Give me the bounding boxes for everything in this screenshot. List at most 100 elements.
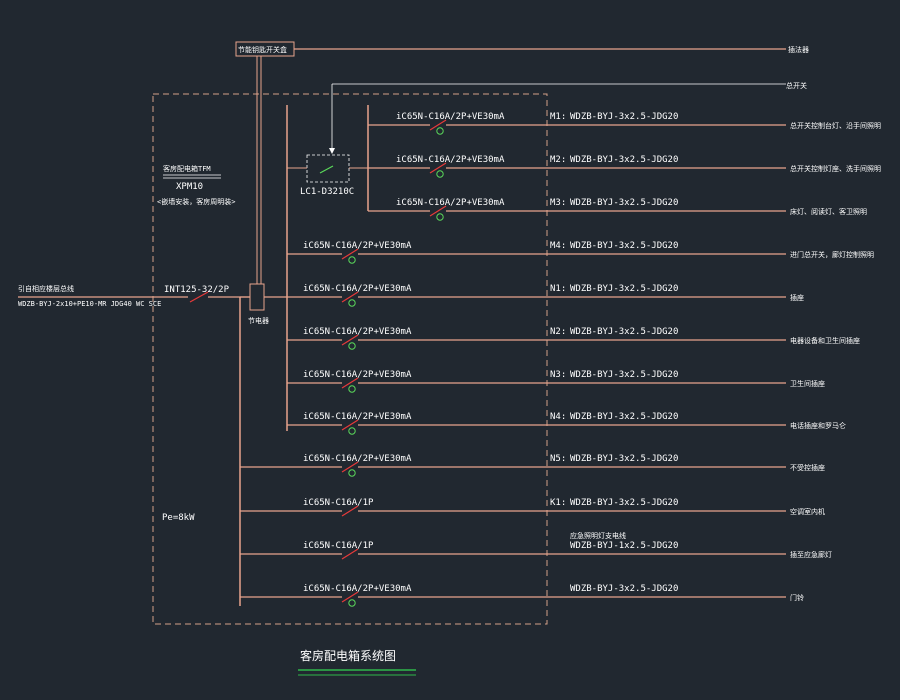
cable-label: WDZB-BYJ-3x2.5-JDG20 (570, 584, 678, 594)
breaker-label: iC65N-C16A/2P+VE30mA (396, 112, 505, 122)
breaker-label: iC65N-C16A/1P (303, 498, 374, 508)
cable-label: WDZB-BYJ-3x2.5-JDG20 (570, 454, 678, 464)
circuit-note: 应急照明灯支电线 (570, 531, 626, 540)
breaker-symbol (341, 419, 359, 431)
load-label: 进门总开关，廊灯控制照明 (790, 250, 874, 259)
load-label: 插座 (790, 293, 804, 302)
breaker-label: iC65N-C16A/2P+VE30mA (303, 412, 412, 422)
circuit-code: N1: (550, 284, 566, 294)
control-arrow (329, 148, 335, 154)
load-label: 总开关控制台灯、沿手间照明 (790, 121, 881, 130)
main-breaker-symbol (189, 291, 209, 303)
feeder-line-2: WDZB-BYJ-2x10+PE10-MR JDG40 WC SCE (18, 300, 161, 308)
circuit-code: M3: (550, 198, 566, 208)
load-label: 空调室内机 (790, 507, 825, 516)
circuit-row: iC65N-C16A/1P K1: WDZB-BYJ-3x2.5-JDG20 空调室内… (240, 498, 825, 517)
distribution-box-outline (152, 93, 548, 625)
breaker-symbol (429, 162, 447, 174)
circuit-row: iC65N-C16A/2P+VE30mA M1: WDZB-BYJ-3x2.5-JD… (368, 112, 881, 135)
breaker-label: iC65N-C16A/2P+VE30mA (303, 284, 412, 294)
box-note: <嵌墙安装，客房周明装> (157, 197, 235, 206)
breaker-symbol (341, 291, 359, 303)
cable-label: WDZB-BYJ-3x2.5-JDG20 (570, 284, 678, 294)
main-breaker-label: INT125-32/2P (164, 285, 230, 295)
circuit-code: M1: (550, 112, 566, 122)
breaker-symbol (341, 461, 359, 473)
rcd-symbol (348, 599, 356, 607)
cable-label: WDZB-BYJ-3x2.5-JDG20 (570, 155, 678, 165)
breaker-symbol (341, 591, 359, 603)
breaker-symbol (429, 119, 447, 131)
rcd-symbol (348, 385, 356, 393)
breaker-label: iC65N-C16A/2P+VE30mA (303, 370, 412, 380)
load-label: 插至应急廊灯 (790, 550, 832, 559)
rcd-symbol (348, 299, 356, 307)
breaker-label: iC65N-C16A/2P+VE30mA (303, 584, 412, 594)
circuit-code: K1: (550, 498, 566, 508)
box-power: Pe=8kW (162, 513, 195, 523)
breaker-label: iC65N-C16A/2P+VE30mA (303, 454, 412, 464)
box-model: XPM10 (176, 182, 203, 192)
circuit-row: iC65N-C16A/1P 应急照明灯支电线WDZB-BYJ-1x2.5-JDG2… (240, 531, 832, 560)
breaker-symbol (341, 248, 359, 260)
breaker-symbol (341, 548, 359, 560)
load-label: 床灯、阅读灯、客卫照明 (790, 207, 867, 216)
load-label: 门铃 (790, 593, 804, 602)
lc-contact (319, 165, 334, 174)
load-label: 电器设备和卫生间插座 (790, 336, 860, 345)
circuit-row: iC65N-C16A/2P+VE30mA N1: WDZB-BYJ-3x2.5-JD… (287, 284, 804, 307)
load-label: 不受控插座 (790, 463, 825, 472)
cable-label: WDZB-BYJ-3x2.5-JDG20 (570, 241, 678, 251)
rcd-symbol (436, 213, 444, 221)
circuit-code: N3: (550, 370, 566, 380)
circuit-row: iC65N-C16A/2P+VE30mA M2: WDZB-BYJ-3x2.5-JD… (368, 155, 881, 178)
load-label: 总开关控制灯座、洗手间照明 (790, 164, 881, 173)
load-label: 卫生间插座 (790, 379, 825, 388)
rcd-symbol (348, 427, 356, 435)
breaker-label: iC65N-C16A/1P (303, 541, 374, 551)
cable-label: WDZB-BYJ-3x2.5-JDG20 (570, 370, 678, 380)
breaker-symbol (341, 505, 359, 517)
feeder-line-1: 引自相应楼层总线 (18, 284, 74, 293)
breaker-label: iC65N-C16A/2P+VE30mA (396, 155, 505, 165)
breaker-label: iC65N-C16A/2P+VE30mA (396, 198, 505, 208)
breaker-symbol (341, 377, 359, 389)
key-switch-label: 节能钥匙开关盒 (238, 45, 287, 54)
diagram-title: 客房配电箱系统图 (300, 648, 396, 663)
box-name: 客房配电箱TFM (163, 164, 211, 173)
cable-label: WDZB-BYJ-3x2.5-JDG20 (570, 412, 678, 422)
circuit-row: iC65N-C16A/2P+VE30mA WDZB-BYJ-3x2.5-JDG20… (240, 584, 804, 607)
relay-box (249, 283, 265, 311)
circuit-code: N4: (550, 412, 566, 422)
circuit-row: iC65N-C16A/2P+VE30mA N2: WDZB-BYJ-3x2.5-JD… (287, 327, 860, 350)
circuit-code: N5: (550, 454, 566, 464)
circuit-row: iC65N-C16A/2P+VE30mA N4: WDZB-BYJ-3x2.5-JD… (287, 412, 846, 435)
circuits-group: iC65N-C16A/2P+VE30mA M1: WDZB-BYJ-3x2.5-JD… (240, 112, 881, 607)
circuit-row: iC65N-C16A/2P+VE30mA N3: WDZB-BYJ-3x2.5-JD… (287, 370, 825, 393)
circuit-code: N2: (550, 327, 566, 337)
load-label: 电话插座和罗马仑 (790, 421, 846, 430)
breaker-symbol (341, 334, 359, 346)
circuit-code: M4: (550, 241, 566, 251)
lc-module-label: LC1-D3210C (300, 187, 354, 197)
circuit-row: iC65N-C16A/2P+VE30mA N5: WDZB-BYJ-3x2.5-JD… (240, 454, 825, 477)
breaker-label: iC65N-C16A/2P+VE30mA (303, 327, 412, 337)
circuit-code: M2: (550, 155, 566, 165)
top-load-2: 总开关 (786, 81, 807, 90)
rcd-symbol (436, 127, 444, 135)
breaker-symbol (429, 205, 447, 217)
cable-label: WDZB-BYJ-3x2.5-JDG20 (570, 327, 678, 337)
cable-label: WDZB-BYJ-3x2.5-JDG20 (570, 498, 678, 508)
cable-label: WDZB-BYJ-1x2.5-JDG20 (570, 541, 678, 551)
relay-label: 节电器 (248, 316, 269, 325)
rcd-symbol (348, 256, 356, 264)
top-load-1: 插法器 (788, 45, 809, 54)
rcd-symbol (348, 469, 356, 477)
rcd-symbol (436, 170, 444, 178)
circuit-row: iC65N-C16A/2P+VE30mA M3: WDZB-BYJ-3x2.5-JD… (368, 198, 867, 221)
cable-label: WDZB-BYJ-3x2.5-JDG20 (570, 112, 678, 122)
rcd-symbol (348, 342, 356, 350)
cable-label: WDZB-BYJ-3x2.5-JDG20 (570, 198, 678, 208)
